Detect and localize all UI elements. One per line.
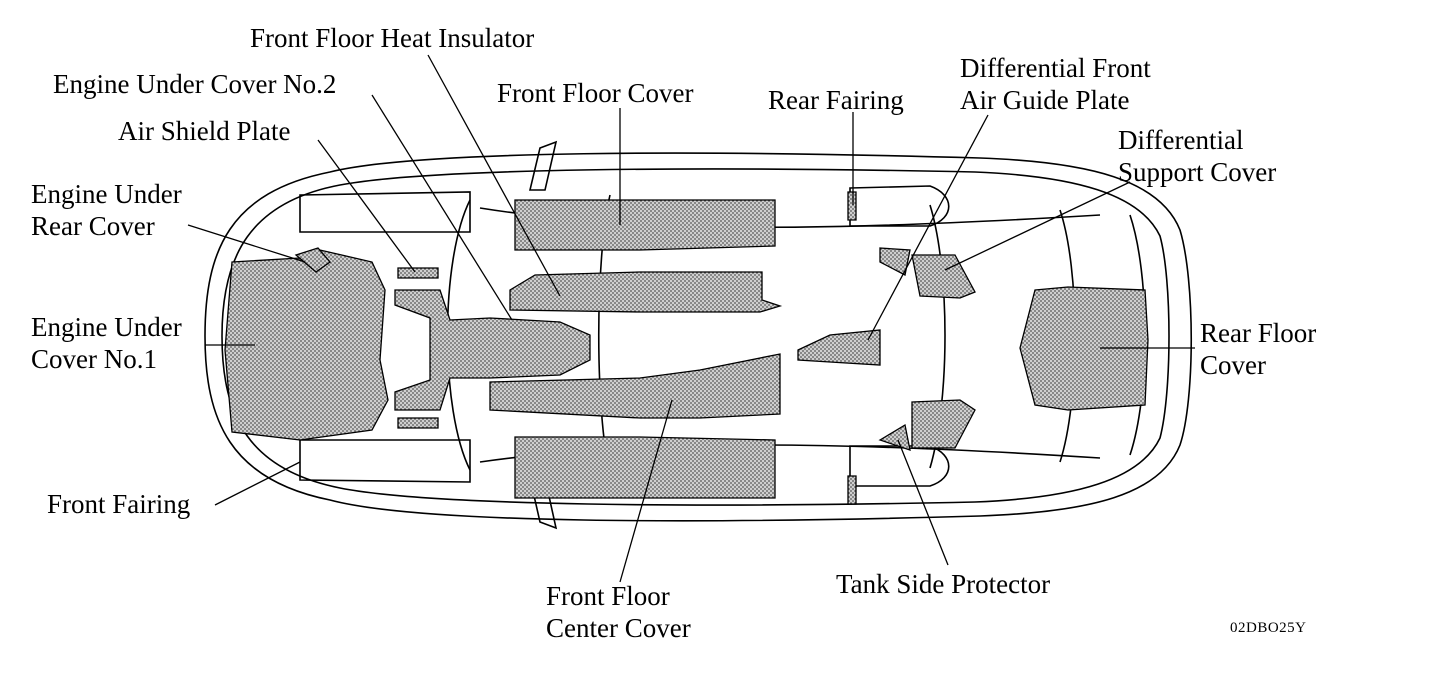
label-air-shield-plate: Air Shield Plate bbox=[118, 116, 291, 146]
label-engine-under-rear-cover: Engine Under Rear Cover bbox=[31, 179, 182, 241]
differential-support-cover-part bbox=[911, 254, 976, 299]
figure-code: 02DBO25Y bbox=[1230, 620, 1307, 636]
air-shield-plate-part bbox=[397, 267, 439, 279]
rear-floor-cover-part bbox=[1019, 286, 1149, 411]
cover-parts bbox=[224, 191, 1149, 505]
label-front-floor-center-cover: Front Floor Center Cover bbox=[546, 581, 691, 643]
air-shield-plate-part-2 bbox=[397, 417, 439, 429]
label-rear-fairing: Rear Fairing bbox=[768, 85, 904, 115]
tank-side-protector-part bbox=[879, 247, 911, 276]
label-engine-under-cover-no1: Engine Under Cover No.1 bbox=[31, 312, 182, 374]
tank-side-protector-part-2 bbox=[878, 423, 911, 451]
label-tank-side-protector: Tank Side Protector bbox=[836, 569, 1051, 599]
label-differential-support-cover: Differential Support Cover bbox=[1118, 125, 1277, 187]
differential-front-air-guide-plate-part bbox=[797, 329, 881, 366]
front-floor-center-cover-part bbox=[489, 353, 781, 419]
engine-under-cover-no2-part bbox=[394, 289, 591, 411]
front-floor-cover-part bbox=[514, 199, 776, 251]
engine-under-rear-cover-part bbox=[294, 247, 331, 273]
label-differential-front-air-guide-plate: Differential Front Air Guide Plate bbox=[960, 53, 1151, 115]
leader-lines bbox=[187, 54, 1195, 583]
rear-fairing-part bbox=[847, 191, 857, 221]
label-front-fairing: Front Fairing bbox=[47, 489, 191, 519]
label-front-floor-heat-insulator: Front Floor Heat Insulator bbox=[250, 23, 535, 53]
label-front-floor-cover: Front Floor Cover bbox=[497, 78, 694, 108]
rear-fairing-part-2 bbox=[847, 475, 857, 505]
differential-support-cover-part-2 bbox=[911, 399, 976, 449]
front-floor-cover-part-2 bbox=[514, 436, 776, 499]
front-floor-heat-insulator-part bbox=[509, 271, 783, 313]
label-engine-under-cover-no2: Engine Under Cover No.2 bbox=[53, 69, 337, 99]
label-rear-floor-cover: Rear Floor Cover bbox=[1200, 318, 1317, 380]
